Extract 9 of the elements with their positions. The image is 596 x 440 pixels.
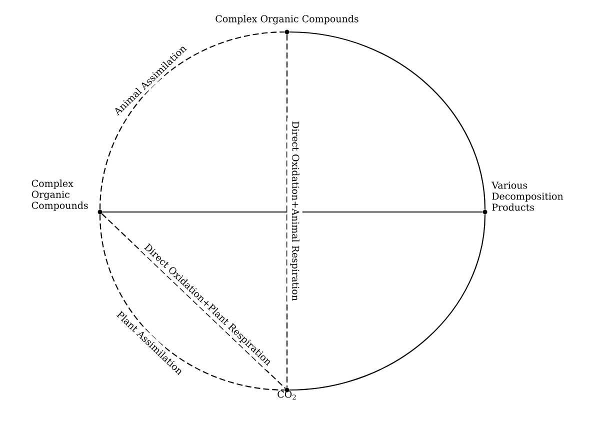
- connector-line: [99, 31, 285, 210]
- node-label: Complex Organic Compounds: [216, 15, 358, 24]
- connector-line: [286, 34, 288, 388]
- node-label: Complex Organic Compounds: [32, 180, 88, 211]
- connector-line: [102, 211, 483, 213]
- connector-line: [289, 214, 486, 391]
- node-label: Various Decomposition Products: [492, 182, 564, 211]
- connector-line: [289, 31, 486, 210]
- edge-label: Direct Oxidation+Animal Respiration: [287, 118, 302, 304]
